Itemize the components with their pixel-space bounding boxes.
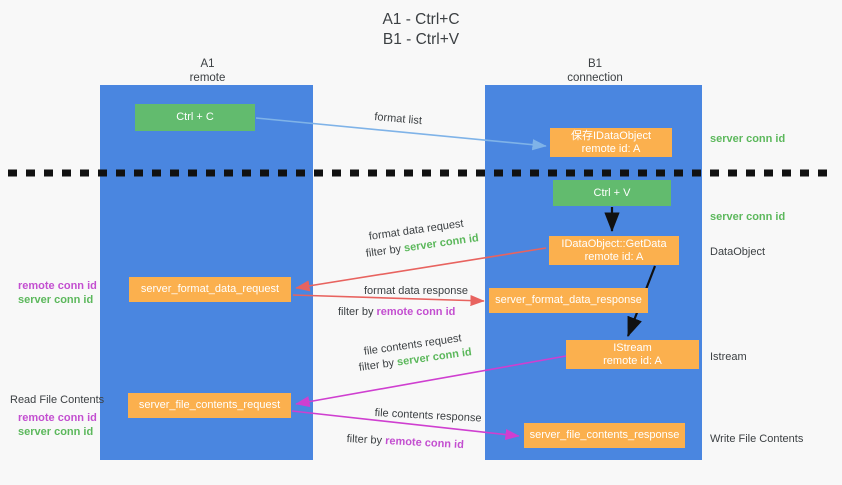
edge-label-format-data-request-filter-prefix: filter by bbox=[365, 242, 405, 260]
node-server-format-data-response-label: server_format_data_response bbox=[495, 294, 642, 306]
title-line-1: A1 - Ctrl+C bbox=[382, 11, 460, 28]
node-save-idataobject[interactable]: 保存IDataObject remote id: A bbox=[550, 128, 672, 157]
node-server-file-contents-request-label: server_file_contents_request bbox=[138, 399, 281, 411]
edge-label-file-contents-response: file contents response bbox=[374, 406, 482, 426]
node-istream-sub: remote id: A bbox=[603, 354, 662, 367]
annotation-remote-conn-id-2: remote conn id bbox=[18, 412, 97, 424]
edge-label-format-list: format list bbox=[374, 110, 423, 128]
node-save-idataobject-sub: remote id: A bbox=[581, 142, 641, 155]
node-server-file-contents-response-label: server_file_contents_response bbox=[529, 429, 680, 441]
node-server-format-data-response[interactable]: server_format_data_response bbox=[489, 288, 648, 313]
edge-label-file-contents-response-filter: filter by remote conn id bbox=[346, 432, 464, 452]
edge-label-file-contents-request-filter-prefix: filter by bbox=[358, 356, 398, 374]
node-istream[interactable]: IStream remote id: A bbox=[566, 340, 699, 369]
node-server-file-contents-request[interactable]: server_file_contents_request bbox=[128, 393, 291, 418]
title-line-2: B1 - Ctrl+V bbox=[382, 31, 460, 48]
node-ctrl-c[interactable]: Ctrl + C bbox=[135, 104, 255, 131]
node-ctrl-v[interactable]: Ctrl + V bbox=[553, 180, 671, 206]
edge-label-format-data-response-text: format data response bbox=[364, 285, 468, 297]
lane-b1-name: B1 bbox=[587, 58, 603, 70]
lane-a1-name: A1 bbox=[200, 58, 215, 70]
page-title: A1 - Ctrl+C B1 - Ctrl+V bbox=[0, 10, 842, 50]
node-idataobject-getdata-sub: remote id: A bbox=[584, 250, 644, 263]
annotation-remote-conn-id-1: remote conn id bbox=[18, 280, 97, 292]
annotation-istream: Istream bbox=[710, 351, 747, 363]
edge-label-format-data-response-filter-prefix: filter by bbox=[338, 306, 377, 318]
node-ctrl-v-label: Ctrl + V bbox=[593, 186, 631, 199]
annotation-read-file-contents: Read File Contents bbox=[10, 394, 105, 406]
annotation-server-conn-id-2: server conn id bbox=[18, 426, 94, 438]
annotation-dataobject: DataObject bbox=[710, 246, 766, 258]
node-idataobject-getdata[interactable]: IDataObject::GetData remote id: A bbox=[549, 236, 679, 265]
node-idataobject-getdata-label: IDataObject::GetData bbox=[561, 237, 667, 250]
node-server-file-contents-response[interactable]: server_file_contents_response bbox=[524, 423, 685, 448]
lane-b1-sub: connection bbox=[567, 71, 623, 84]
node-save-idataobject-label: 保存IDataObject bbox=[570, 129, 652, 142]
edge-label-file-contents-response-text: file contents response bbox=[374, 406, 482, 425]
lane-header-b1: B1 connection bbox=[505, 58, 685, 85]
annotation-server-conn-id-top: server conn id bbox=[710, 133, 786, 145]
edge-label-format-data-response-filter: filter by remote conn id bbox=[338, 305, 455, 319]
edge-label-format-data-response-filter-key: remote conn id bbox=[376, 306, 456, 318]
annotation-server-conn-id-1: server conn id bbox=[18, 294, 94, 306]
node-ctrl-c-label: Ctrl + C bbox=[176, 111, 214, 123]
node-istream-label: IStream bbox=[613, 341, 652, 354]
edge-label-file-contents-response-filter-key: remote conn id bbox=[384, 435, 465, 452]
edge-label-format-list-text: format list bbox=[373, 110, 423, 128]
lane-a1-sub: remote bbox=[189, 71, 226, 84]
edge-label-format-data-response: format data response bbox=[364, 284, 468, 298]
lane-header-a1: A1 remote bbox=[120, 58, 295, 85]
annotation-write-file-contents: Write File Contents bbox=[710, 433, 804, 445]
node-server-format-data-request[interactable]: server_format_data_request bbox=[129, 277, 291, 302]
annotation-server-conn-id-mid: server conn id bbox=[710, 211, 786, 223]
node-server-format-data-request-label: server_format_data_request bbox=[140, 283, 280, 295]
edge-label-file-contents-response-filter-prefix: filter by bbox=[346, 432, 386, 447]
